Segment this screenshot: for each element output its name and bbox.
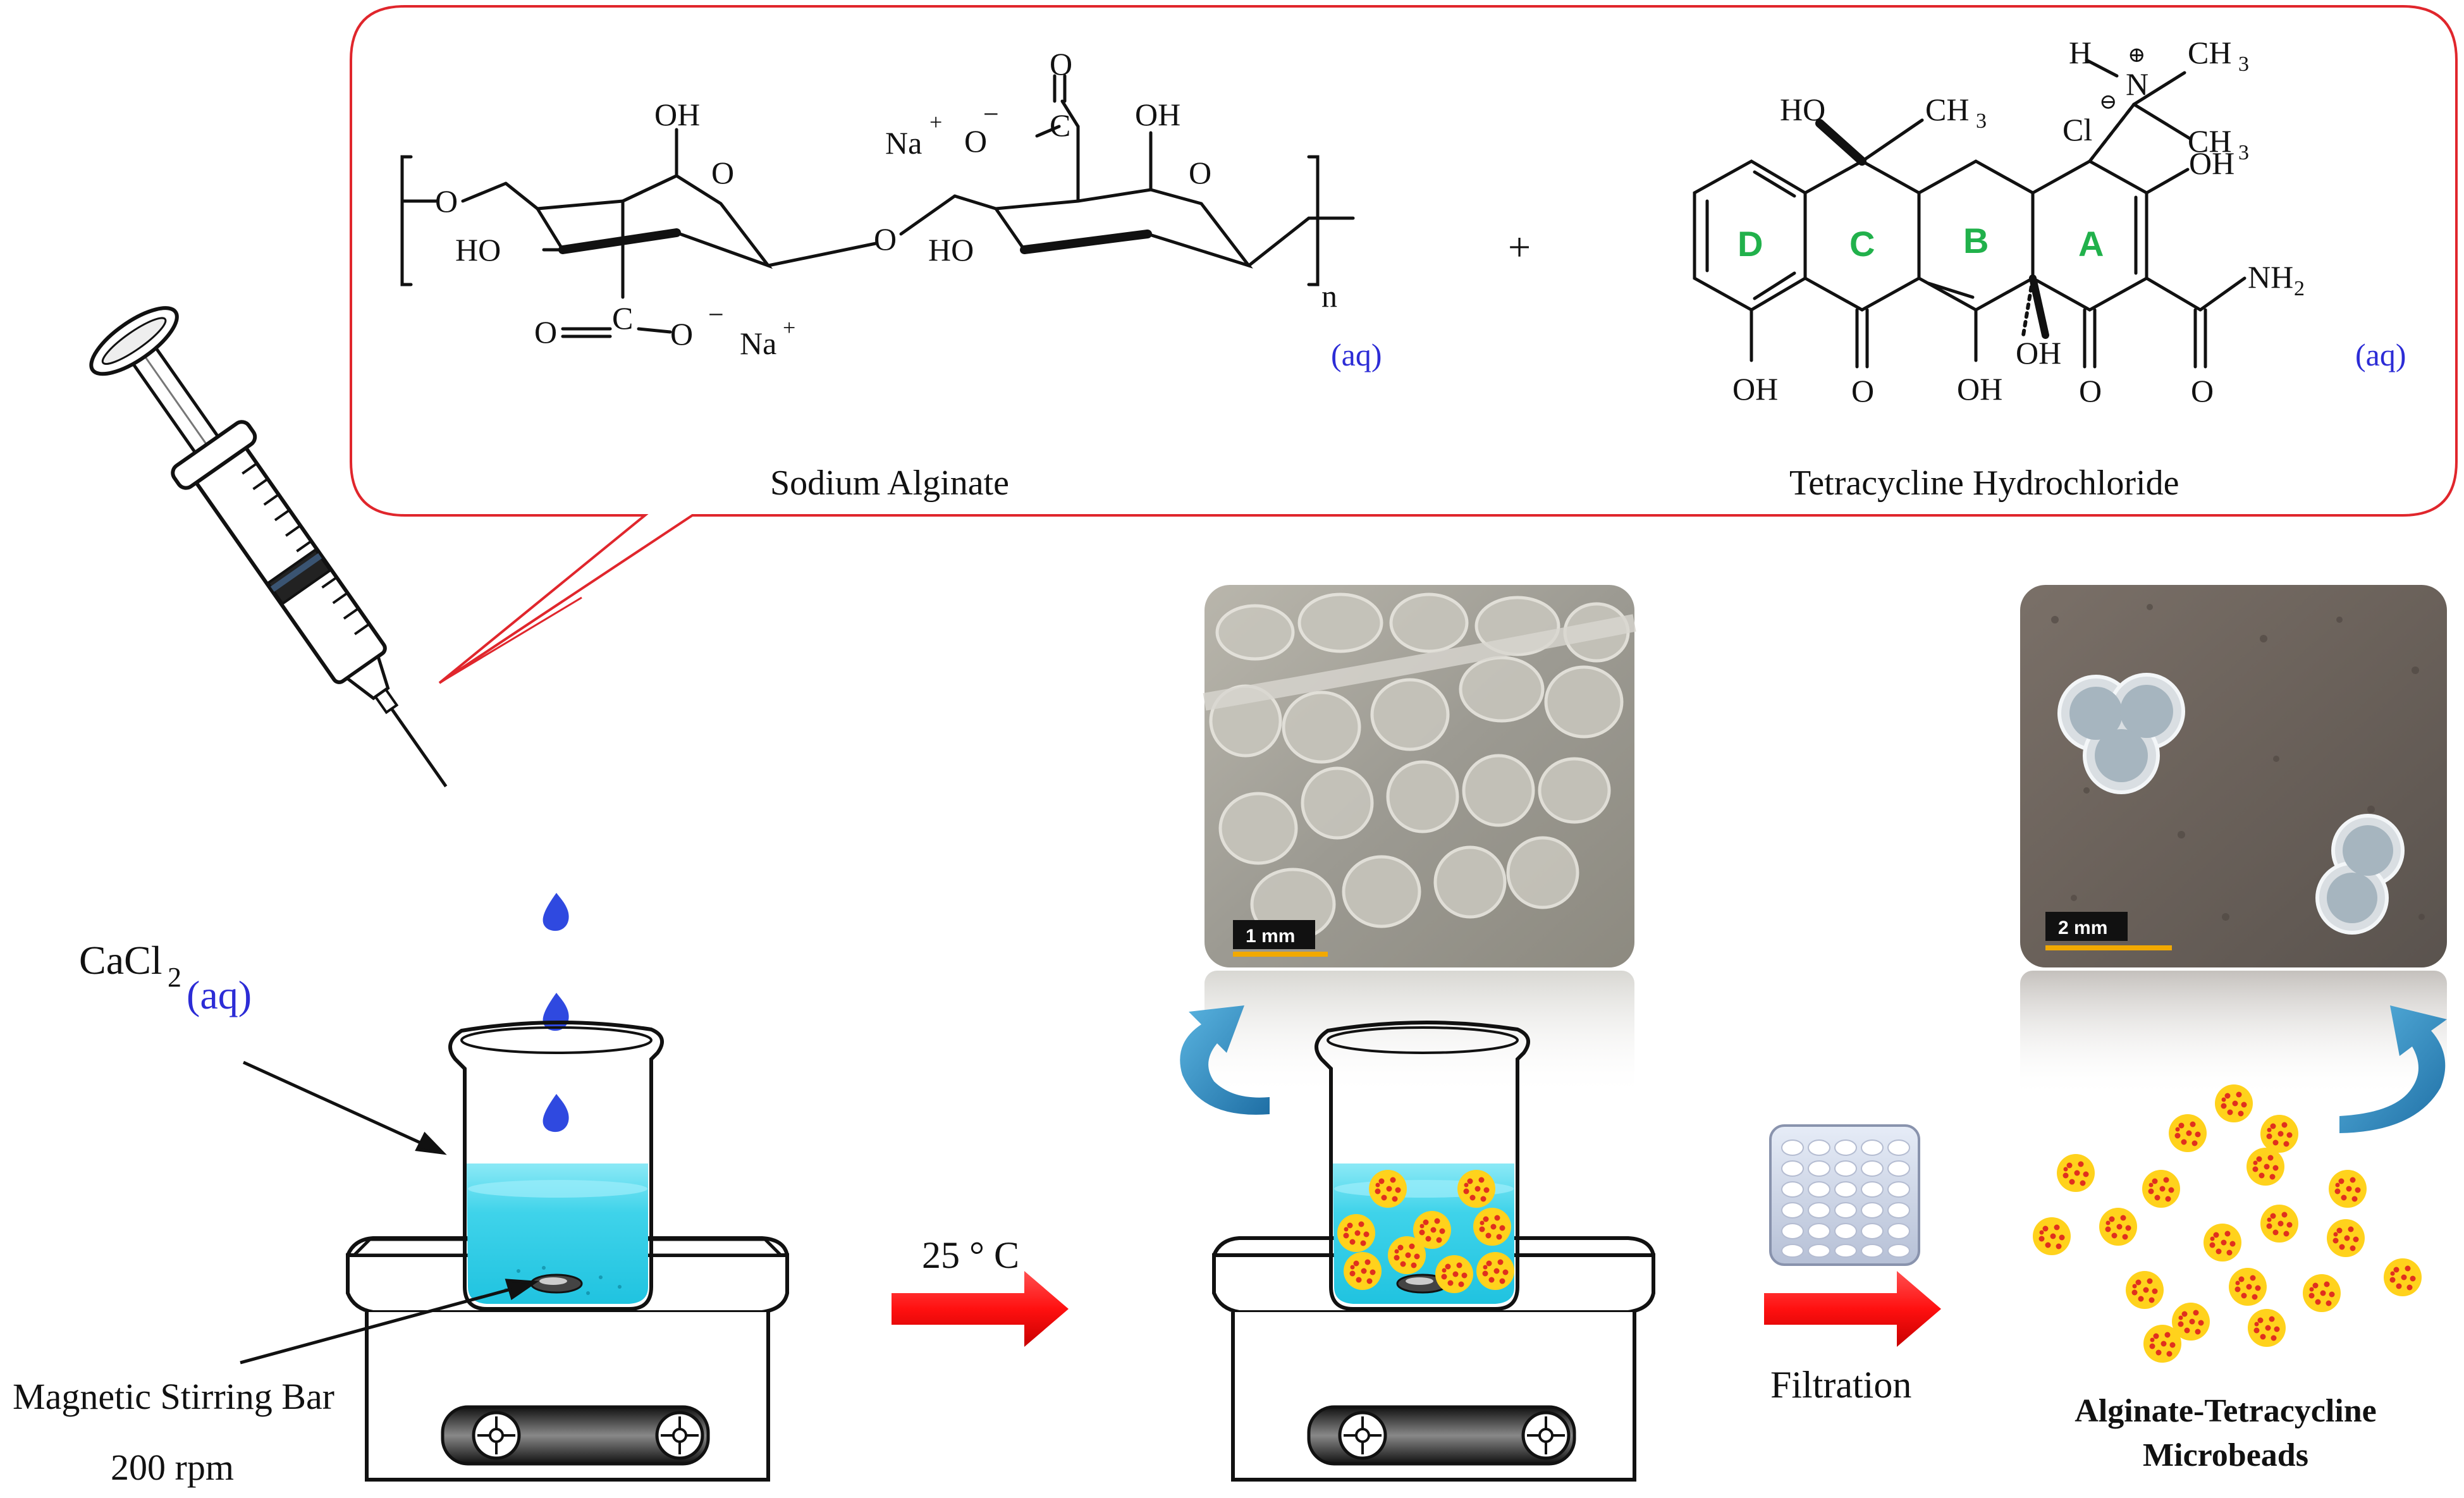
filtration-label: Filtration xyxy=(1770,1364,1911,1406)
tc-nh2-sub: 2 xyxy=(2294,277,2305,300)
alginate-carboxyl-o-dbl-1: O xyxy=(534,314,557,350)
temperature-label: 25 ° C xyxy=(922,1234,1019,1276)
alginate-oh-top-1: OH xyxy=(654,97,700,132)
alginate-carboxyl-o-2: O xyxy=(964,123,987,159)
alginate-carboxyl-c-1: C xyxy=(612,300,633,336)
curve-arrow-2 xyxy=(2339,1005,2447,1133)
tc-o-ketone-2: O xyxy=(2079,373,2102,408)
step1-arrow xyxy=(892,1271,1069,1347)
drop-2 xyxy=(542,993,569,1031)
tc-oh-bottom-3: OH xyxy=(2016,335,2061,371)
rpm-label: 200 rpm xyxy=(111,1447,234,1488)
alginate-minus-1: − xyxy=(708,299,724,330)
drops xyxy=(542,893,569,1133)
tetracycline-structure xyxy=(1693,58,2246,369)
alginate-o-link: O xyxy=(874,221,897,257)
product-label-line1: Alginate-Tetracycline xyxy=(2075,1393,2377,1429)
tc-ch3-c6: CH xyxy=(1925,92,1969,127)
tc-ch3-c6-sub: 3 xyxy=(1976,109,1987,133)
alginate-o-left: O xyxy=(435,183,458,219)
alginate-aq: (aq) xyxy=(1331,337,1382,372)
cacl2-text: CaCl xyxy=(79,938,162,983)
tc-n: N xyxy=(2126,66,2148,102)
tc-ch3-n2-sub: 3 xyxy=(2238,141,2249,164)
alginate-ho-left-2: HO xyxy=(928,232,974,267)
ring-label-b: B xyxy=(1963,221,1989,261)
tc-cl-minus: ⊖ xyxy=(2099,90,2118,114)
alginate-carboxyl-o-dbl-2: O xyxy=(1050,46,1072,82)
alginate-oh-top-2: OH xyxy=(1135,97,1180,132)
tc-oh-bottom-2: OH xyxy=(1957,371,2002,407)
sodium-alginate-name: Sodium Alginate xyxy=(770,464,1009,503)
tc-ch3-n2: CH xyxy=(2188,123,2231,159)
drop-1 xyxy=(542,893,569,931)
tc-cl: Cl xyxy=(2063,112,2092,147)
alginate-plus-1: + xyxy=(783,315,795,340)
photo-2: 2 mm xyxy=(2020,585,2447,1097)
ring-labels: D C B A xyxy=(1738,221,2104,264)
tc-o-amide: O xyxy=(2191,373,2214,408)
tc-ch3-n1: CH xyxy=(2188,35,2231,70)
tc-ch3-n1-sub: 3 xyxy=(2238,52,2249,76)
alginate-na-1: Na xyxy=(740,326,776,361)
drop-3 xyxy=(542,1094,569,1133)
scale-1mm: 1 mm xyxy=(1246,926,1295,947)
photo-1: 1 mm xyxy=(1203,585,1636,1097)
reaction-plus-sign: + xyxy=(1508,224,1531,269)
bead-cluster-1 xyxy=(2057,673,2185,794)
tc-aq: (aq) xyxy=(2355,337,2406,372)
cacl2-aq: (aq) xyxy=(187,973,252,1017)
tc-n-plus: ⊕ xyxy=(2128,44,2146,67)
alginate-plus-2: + xyxy=(929,109,942,135)
stir-bar-label: Magnetic Stirring Bar xyxy=(13,1376,334,1417)
tc-h: H xyxy=(2069,35,2092,70)
alginate-ho-left-1: HO xyxy=(455,232,501,267)
middle-beaker xyxy=(1315,1021,1531,1311)
tc-oh-bottom-1: OH xyxy=(1732,371,1778,407)
cacl2-label: CaCl 2 (aq) xyxy=(79,938,252,1017)
alginate-ring-o-2: O xyxy=(1189,155,1211,190)
tc-o-ketone-1: O xyxy=(1851,373,1874,408)
curve-arrow-1 xyxy=(1180,1005,1270,1115)
tc-oh-right: OH xyxy=(2189,145,2234,181)
tc-nh2: NH xyxy=(2248,259,2293,295)
syringe xyxy=(89,306,448,788)
ring-label-a: A xyxy=(2078,224,2104,264)
alginate-carboxyl-o-1: O xyxy=(670,316,693,352)
alginate-repeat-n: n xyxy=(1321,278,1337,314)
bead-cluster-2 xyxy=(2315,814,2405,935)
alginate-labels: OH O HO O O O C O Na − + Na + − O C O OH… xyxy=(435,46,1382,503)
tetracycline-labels: H N ⊕ CH 3 CH 3 Cl ⊖ HO CH 3 OH NH 2 OH … xyxy=(1732,35,2406,503)
left-stirrer xyxy=(346,1236,789,1482)
callout-line xyxy=(439,596,582,684)
stir-bar-arrow xyxy=(240,1279,539,1365)
step2-arrow xyxy=(1764,1271,1941,1347)
cacl2-sub: 2 xyxy=(168,962,181,993)
alginate-carboxyl-c-2: C xyxy=(1050,107,1070,143)
filter-plate xyxy=(1769,1124,1920,1266)
tc-ho-c6: HO xyxy=(1780,92,1825,127)
alginate-ring-o-1: O xyxy=(711,155,734,190)
product-label-line2: Microbeads xyxy=(2143,1437,2308,1473)
cacl2-arrow xyxy=(242,1060,447,1155)
ring-label-d: D xyxy=(1738,224,1763,264)
callout-bubble xyxy=(350,5,2458,684)
scale-2mm: 2 mm xyxy=(2058,918,2107,938)
alginate-na-2: Na xyxy=(885,125,922,161)
sodium-alginate-structure xyxy=(400,74,1355,338)
tetracycline-name: Tetracycline Hydrochloride xyxy=(1789,464,2179,503)
alginate-minus-2: − xyxy=(983,99,999,130)
ring-label-c: C xyxy=(1849,224,1875,264)
left-beaker xyxy=(448,1021,665,1311)
